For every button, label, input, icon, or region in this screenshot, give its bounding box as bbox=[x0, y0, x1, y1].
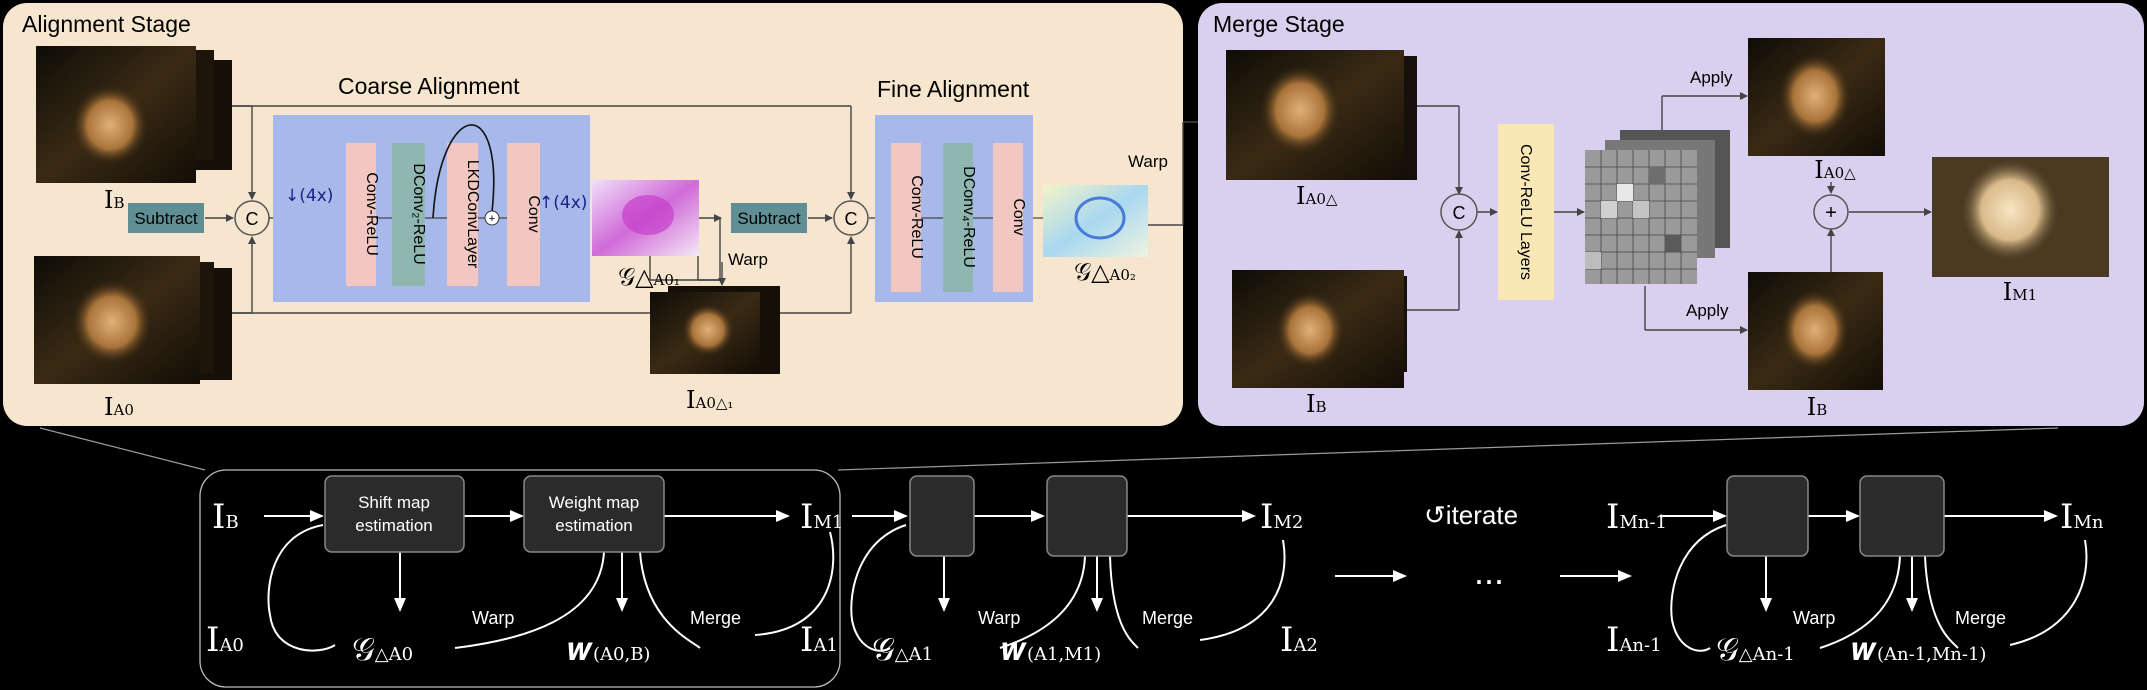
alignment-stage-title: Alignment Stage bbox=[22, 11, 191, 37]
coarse-layer-lkdconv bbox=[447, 143, 478, 286]
fine-layer-dconv4-relu bbox=[943, 143, 973, 292]
fine-alignment-title: Fine Alignment bbox=[877, 76, 1030, 102]
sn-warp-label: Warp bbox=[1793, 608, 1835, 628]
merge-concat-label: C bbox=[1453, 203, 1466, 223]
s2-shift-box bbox=[909, 475, 975, 557]
fine-layer-label-2: Conv bbox=[1010, 198, 1027, 235]
input-image-a0 bbox=[34, 256, 232, 384]
alignment-stage-panel: Alignment Stage Coarse Alignment Fine Al… bbox=[3, 3, 1227, 426]
coarse-alignment-title: Coarse Alignment bbox=[338, 73, 520, 99]
input-a0-label: IA0 bbox=[104, 393, 134, 421]
s2-output-m2: IM2 bbox=[1260, 497, 1303, 537]
merge-add-label: + bbox=[1825, 202, 1837, 224]
fine-layer-label-0: Conv-ReLU bbox=[908, 175, 925, 259]
sn-input-an-1: IAn-1 bbox=[1606, 620, 1662, 660]
flow-map-2 bbox=[1043, 185, 1148, 257]
weight-map-grid bbox=[1585, 130, 1730, 284]
ellipsis: ... bbox=[1474, 551, 1504, 592]
fine-layer-label-1: DConv₄-ReLU bbox=[960, 166, 977, 268]
weight-map-box bbox=[523, 475, 665, 553]
flow-2-label: 𝒢△A0₂ bbox=[1074, 258, 1136, 286]
apply-label-top: Apply bbox=[1690, 68, 1733, 87]
warped-image-a0 bbox=[650, 286, 780, 374]
merge-input-a0-label: IA0△ bbox=[1296, 182, 1338, 210]
merge-input-a0-warped bbox=[1226, 50, 1417, 180]
fine-layer-conv bbox=[993, 143, 1023, 292]
shift-box-line-2: estimation bbox=[355, 516, 432, 535]
apply-label-bottom: Apply bbox=[1686, 301, 1729, 320]
concat-label-1: C bbox=[246, 209, 259, 229]
pipeline-overview: Shift map estimation Weight map estimati… bbox=[199, 469, 2104, 688]
s2-warp-label: Warp bbox=[978, 608, 1020, 628]
coarse-layer-dconv2-relu bbox=[392, 143, 425, 286]
subtract-box-1 bbox=[128, 203, 204, 233]
merge-add-circle bbox=[1813, 194, 1849, 230]
subtract-box-2 bbox=[731, 203, 807, 233]
sn-shift-box bbox=[1726, 475, 1809, 557]
merge-conv-layers-block bbox=[1498, 124, 1554, 300]
s1-weight-map: 𝒘(A0,B) bbox=[568, 630, 650, 668]
warped-a0-label: IA0△₁ bbox=[686, 386, 733, 414]
flow-1-label: 𝒢△A0₁ bbox=[618, 263, 680, 291]
sn-weight-box bbox=[1859, 475, 1945, 557]
coarse-layer-conv-relu bbox=[346, 143, 376, 286]
concat-circle-2 bbox=[833, 200, 869, 236]
warp-label-alignment-1: Warp bbox=[728, 250, 768, 269]
s2-weight-map: 𝒘(A1,M1) bbox=[1002, 630, 1101, 668]
merge-stage-title: Merge Stage bbox=[1213, 11, 1345, 37]
coarse-layer-label-3: Conv bbox=[525, 195, 542, 232]
coarse-layer-label-0: Conv-ReLU bbox=[363, 172, 380, 256]
sn-output-mn: IMn bbox=[2060, 497, 2104, 537]
s1-output-m1: IM1 bbox=[800, 497, 843, 537]
subtract-label-1: Subtract bbox=[134, 209, 198, 228]
weight-box-line-2: estimation bbox=[555, 516, 632, 535]
zoom-connectors bbox=[39, 427, 2059, 471]
s2-output-a2: IA2 bbox=[1280, 620, 1318, 660]
s2-shift-map: 𝒢△A1 bbox=[872, 630, 933, 668]
weight-box-line-1: Weight map bbox=[549, 493, 639, 512]
stage-1-frame bbox=[199, 469, 841, 688]
lkd-skip-connection bbox=[432, 124, 495, 219]
input-b-label: IB bbox=[104, 186, 125, 214]
subtract-label-2: Subtract bbox=[737, 209, 801, 228]
s1-merge-label: Merge bbox=[690, 608, 741, 628]
merge-output-a0-warped bbox=[1748, 38, 1885, 156]
downsample-label: ↓(4x) bbox=[285, 186, 333, 206]
s2-merge-label: Merge bbox=[1142, 608, 1193, 628]
s2-weight-box bbox=[1046, 475, 1128, 557]
merge-result-image bbox=[1932, 157, 2109, 277]
fine-layer-conv-relu bbox=[891, 143, 921, 292]
sn-shift-map: 𝒢△An-1 bbox=[1716, 630, 1795, 668]
warp-label-alignment-2: Warp bbox=[1128, 152, 1168, 171]
merge-concat-circle bbox=[1440, 193, 1478, 231]
s1-input-a0: IA0 bbox=[206, 620, 244, 660]
merge-conv-layers-label: Conv-ReLU Layers bbox=[1517, 144, 1534, 280]
s1-warp-label: Warp bbox=[472, 608, 514, 628]
s1-shift-map: 𝒢△A0 bbox=[352, 630, 413, 668]
sn-weight-map: 𝒘(An-1,Mn-1) bbox=[1852, 630, 1986, 668]
iterate-label: ↺iterate bbox=[1424, 500, 1518, 530]
lkd-add-label: + bbox=[489, 213, 495, 225]
upsample-label: ↑(4x) bbox=[539, 193, 587, 213]
merge-result-label: IM1 bbox=[2003, 278, 2037, 306]
coarse-layer-label-1: DConv₂-ReLU bbox=[410, 163, 427, 264]
concat-label-2: C bbox=[845, 209, 858, 229]
merge-input-b bbox=[1232, 270, 1407, 388]
sn-merge-label: Merge bbox=[1955, 608, 2006, 628]
coarse-layer-label-2: LKDConvLayer bbox=[464, 160, 481, 269]
input-image-b bbox=[36, 46, 232, 183]
merge-output-b bbox=[1748, 272, 1883, 390]
merge-output-a0-label: IA0△ bbox=[1814, 156, 1856, 184]
s1-input-b: IB bbox=[212, 497, 239, 537]
merge-output-b-label: IB bbox=[1807, 393, 1828, 421]
coarse-layer-conv bbox=[507, 143, 540, 286]
shift-box-line-1: Shift map bbox=[358, 493, 430, 512]
sn-input-mn-1: IMn-1 bbox=[1606, 497, 1667, 537]
merge-stage-panel: Merge Stage IA0△ bbox=[1198, 3, 2144, 426]
shift-map-box bbox=[324, 475, 465, 553]
lkd-add-circle bbox=[484, 210, 500, 226]
s1-output-a1: IA1 bbox=[800, 620, 838, 660]
merge-input-b-label: IB bbox=[1306, 390, 1327, 418]
